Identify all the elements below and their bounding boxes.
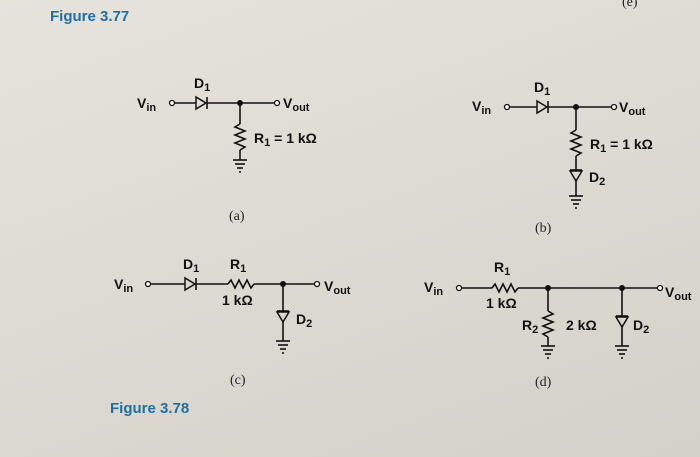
circuit-d-d2-label: D2 <box>633 317 649 336</box>
circuit-a-vout-terminal <box>273 99 281 107</box>
circuit-b-vin-label: Vin <box>472 98 491 117</box>
circuit-c-vout-terminal <box>313 280 321 288</box>
circuit-b-d2-label: D2 <box>589 169 605 188</box>
circuit-b-vout-label: Vout <box>619 99 646 118</box>
figure-3-78-label: Figure 3.78 <box>110 400 190 417</box>
circuit-a: Vin D1 Vout R1 = 1 kΩ (a) <box>137 75 317 224</box>
circuit-c-ground-icon <box>276 340 290 354</box>
circuit-a-diode-d1 <box>195 95 208 111</box>
circuit-d-vout-terminal <box>656 284 664 292</box>
circuit-d-vin-terminal <box>455 284 463 292</box>
circuit-d-ground-icon-right <box>615 345 629 359</box>
circuit-c-r1-value: 1 kΩ <box>222 292 253 308</box>
circuit-c-r1-label: R1 <box>230 256 246 275</box>
circuit-d-vin-label: Vin <box>424 279 443 298</box>
circuit-c: Vin D1 R1 1 kΩ Vout D2 <box>114 256 351 388</box>
circuit-a-caption: (a) <box>229 209 245 224</box>
circuit-c-diode-d1 <box>184 276 197 292</box>
circuit-c-vout-label: Vout <box>324 278 351 297</box>
circuit-b-resistor-r1 <box>568 129 584 157</box>
circuit-d-caption: (d) <box>535 375 552 390</box>
circuit-c-resistor-r1 <box>227 278 255 290</box>
circuit-d-r1-label: R1 <box>494 259 510 278</box>
circuit-a-r1-label: R1 = 1 kΩ <box>254 130 317 149</box>
circuit-b-d1-label: D1 <box>534 79 550 98</box>
circuit-b-r1-label: R1 = 1 kΩ <box>590 136 653 155</box>
circuit-a-resistor-r1 <box>232 123 248 151</box>
circuit-b-diode-d2 <box>568 169 584 183</box>
circuit-b-vout-terminal <box>610 103 618 111</box>
circuit-d-diode-d2 <box>614 315 630 329</box>
circuit-a-vin-label: Vin <box>137 95 156 114</box>
circuit-b-caption: (b) <box>535 221 552 236</box>
circuit-d-resistor-r1 <box>491 282 519 294</box>
circuit-d-r1-value: 1 kΩ <box>486 295 517 311</box>
circuit-a-vin-terminal <box>168 99 176 107</box>
circuit-d: Vin R1 1 kΩ Vout R2 2 kΩ <box>424 259 692 390</box>
circuit-d-r2-value: 2 kΩ <box>566 317 597 333</box>
circuit-d-vout-label: Vout <box>665 284 692 303</box>
circuit-d-ground-icon-left <box>541 345 555 359</box>
circuit-d-r2-label: R2 <box>522 317 538 336</box>
circuit-a-vout-label: Vout <box>283 95 310 114</box>
circuit-c-vin-label: Vin <box>114 276 133 295</box>
circuit-c-d1-label: D1 <box>183 256 199 275</box>
circuit-c-diode-d2 <box>275 310 291 324</box>
circuit-d-resistor-r2 <box>540 310 556 338</box>
circuit-b-ground-icon <box>569 195 583 209</box>
corner-mark: (e) <box>622 0 638 10</box>
circuit-b-vin-terminal <box>503 103 511 111</box>
circuit-a-ground-icon <box>233 159 247 173</box>
circuit-c-vin-terminal <box>144 280 152 288</box>
circuit-b: Vin D1 Vout R1 = 1 kΩ D2 <box>472 79 653 236</box>
circuit-a-d1-label: D1 <box>194 75 210 94</box>
circuit-b-diode-d1 <box>536 99 549 115</box>
figure-3-77-label: Figure 3.77 <box>50 8 130 25</box>
circuit-c-caption: (c) <box>230 373 246 388</box>
circuit-c-d2-label: D2 <box>296 311 312 330</box>
